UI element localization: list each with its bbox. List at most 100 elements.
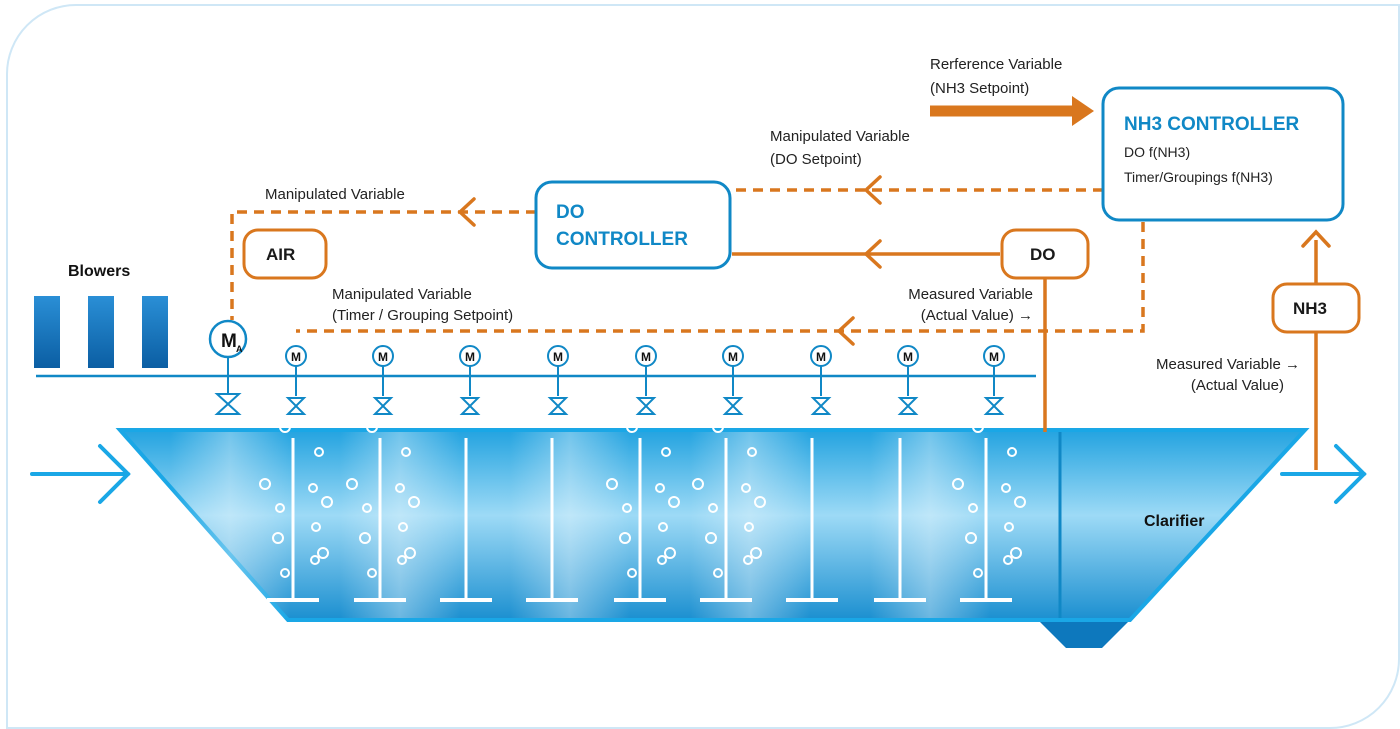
air-bubble	[712, 421, 724, 433]
air-bubble	[741, 483, 751, 493]
basin-highlight	[690, 432, 810, 618]
air-bubble	[622, 503, 632, 513]
manipulated-do-label: Manipulated Variable	[770, 128, 910, 145]
air-bubble	[272, 532, 284, 544]
nh3-sensor-label: NH3	[1293, 299, 1327, 318]
do-measured-arrowhead	[863, 239, 882, 269]
air-bubble	[395, 483, 405, 493]
air-bubble	[310, 555, 320, 565]
air-bubble	[401, 447, 411, 457]
air-bubble	[1007, 447, 1017, 457]
diffuser-grid	[267, 438, 1012, 602]
air-bubble	[1004, 522, 1014, 532]
zone-valve: M	[897, 345, 919, 415]
motor-letter: M	[903, 350, 913, 364]
air-bubble	[972, 421, 984, 433]
zone-valve: M	[285, 345, 307, 415]
motor-letter: M	[989, 350, 999, 364]
diffuser	[614, 438, 666, 602]
air-bubble	[668, 496, 680, 508]
signal-arrowheads	[457, 96, 1331, 346]
air-bubble	[713, 568, 723, 578]
air-bubble	[661, 447, 671, 457]
air-bubble	[397, 555, 407, 565]
manipulated-timer-sublabel: (Timer / Grouping Setpoint)	[332, 307, 513, 324]
diffuser	[874, 438, 926, 602]
air-bubble	[398, 522, 408, 532]
manipulated-do-sublabel: (DO Setpoint)	[770, 151, 862, 168]
air-arrowhead	[457, 197, 476, 227]
air-tag-label: AIR	[266, 245, 295, 264]
blower-unit	[34, 296, 60, 368]
motor-actuator-icon	[897, 345, 919, 367]
air-bubble	[1003, 555, 1013, 565]
motor-actuator-icon	[810, 345, 832, 367]
control-signal-lines	[230, 105, 1318, 470]
nh3-controller-title: NH3 CONTROLLER	[1124, 114, 1300, 135]
manipulated-air-label: Manipulated Variable	[265, 186, 405, 203]
air-bubble	[362, 503, 372, 513]
do-sensor-tag: DO	[1000, 228, 1090, 280]
blower-unit	[88, 296, 114, 368]
blowers-label: Blowers	[68, 263, 130, 280]
air-bubble	[705, 532, 717, 544]
air-bubble	[965, 532, 977, 544]
motor-letter: M	[378, 350, 388, 364]
air-bubble	[259, 478, 271, 490]
air-bubble	[408, 496, 420, 508]
air-manipulated-line	[230, 210, 536, 320]
blower-unit	[142, 296, 168, 368]
diffuser	[700, 438, 752, 602]
reference-variable-sublabel: (NH3 Setpoint)	[930, 80, 1029, 97]
air-bubble	[973, 568, 983, 578]
basin-highlight	[870, 432, 990, 618]
zone-valve: M	[547, 345, 569, 415]
air-bubbles	[259, 421, 1026, 578]
clarifier-label: Clarifier	[1144, 513, 1204, 530]
measured-do-sublabel: (Actual Value) →	[921, 307, 1033, 324]
air-bubble	[626, 421, 638, 433]
aeration-basin	[115, 428, 1310, 648]
air-bubble	[743, 555, 753, 565]
do-controller-title-line1: DO	[556, 202, 585, 223]
motor-actuator-icon	[459, 345, 481, 367]
air-bubble	[1014, 496, 1026, 508]
air-bubble	[359, 532, 371, 544]
air-bubble	[692, 478, 704, 490]
diffuser	[786, 438, 838, 602]
air-bubble	[606, 478, 618, 490]
clarifier-sludge-hopper	[1040, 622, 1128, 648]
air-bubble	[655, 483, 665, 493]
main-air-valve: M A	[208, 319, 248, 415]
air-bubble	[754, 496, 766, 508]
air-bubble	[366, 421, 378, 433]
air-bubble	[627, 568, 637, 578]
air-bubble	[744, 522, 754, 532]
air-bubble	[658, 522, 668, 532]
motor-actuator-icon	[983, 345, 1005, 367]
air-bubble	[280, 568, 290, 578]
air-tag: AIR	[242, 228, 328, 280]
air-bubble	[1010, 547, 1022, 559]
timer-setpoint-line	[296, 222, 1145, 333]
measured-do-label: Measured Variable	[908, 286, 1033, 303]
nh3-controller-line2: Timer/Groupings f(NH3)	[1124, 169, 1273, 185]
basin-highlight	[170, 432, 290, 618]
reference-arrowhead	[1072, 96, 1094, 126]
air-bubble	[314, 447, 324, 457]
air-bubble	[311, 522, 321, 532]
air-bubble	[747, 447, 757, 457]
air-bubble	[657, 555, 667, 565]
diffuser	[440, 438, 492, 602]
air-bubble	[367, 568, 377, 578]
air-bubble	[952, 478, 964, 490]
air-bubble	[279, 421, 291, 433]
diffuser	[526, 438, 578, 602]
air-bubble	[619, 532, 631, 544]
measured-nh3-sublabel: (Actual Value)	[1191, 377, 1284, 394]
air-bubble	[404, 547, 416, 559]
motor-letter: M	[816, 350, 826, 364]
diffuser	[354, 438, 406, 602]
